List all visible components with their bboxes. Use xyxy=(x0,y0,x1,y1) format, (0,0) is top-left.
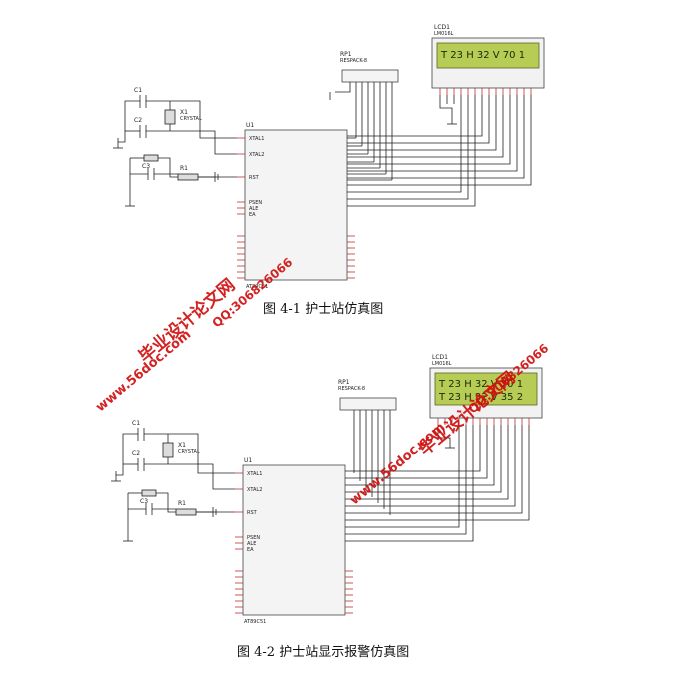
x1-type-2: CRYSTAL xyxy=(178,449,200,455)
c1-label-2: C1 xyxy=(132,420,140,427)
c2-label-1: C2 xyxy=(134,117,142,124)
ea-label-1: EA xyxy=(249,212,256,218)
crystal xyxy=(164,109,176,125)
resistor-pack xyxy=(341,69,399,83)
xtal1-label-1: XTAL1 xyxy=(249,136,264,142)
schematic-figure-2: LCD1 LM016L T 23 H 32 V 70 1 T 23 H 32 V… xyxy=(111,354,543,625)
x1-label-2: X1 xyxy=(178,442,186,449)
lcd-ref-2: LCD1 xyxy=(432,354,448,361)
rp-type-2: RESPACK-8 xyxy=(338,386,365,392)
mcu-ref-2: U1 xyxy=(244,457,252,464)
ale-label-1: ALE xyxy=(249,206,258,212)
c3-label-1: C3 xyxy=(142,163,150,170)
psen-label-2: PSEN xyxy=(247,535,260,541)
rp-ref-2: RP1 xyxy=(338,379,350,386)
lcd-type-2: LM016L xyxy=(432,361,452,367)
rp-ref-1: RP1 xyxy=(340,51,352,58)
xtal2-label-2: XTAL2 xyxy=(247,487,262,493)
ea-label-2: EA xyxy=(247,547,254,553)
figure-caption-1: 图 4-1 护士站仿真图 xyxy=(263,302,384,317)
xtal2-label-1: XTAL2 xyxy=(249,152,264,158)
psen-label-1: PSEN xyxy=(249,200,262,206)
resistor-pack xyxy=(339,397,397,411)
x1-label-1: X1 xyxy=(180,109,188,116)
lcd-line-2: T 23 H 32 V 35 2 xyxy=(438,392,523,403)
lcd-line-1: T 23 H 32 V 70 1 xyxy=(440,50,525,61)
c2-label-2: C2 xyxy=(132,450,140,457)
x1-type-1: CRYSTAL xyxy=(180,116,202,122)
c3-label-2: C3 xyxy=(140,498,148,505)
mcu-type-2: AT89C51 xyxy=(244,619,266,625)
lcd-line-1: T 23 H 32 V 70 1 xyxy=(438,379,523,390)
mcu-ref-1: U1 xyxy=(246,122,254,129)
figure-caption-2: 图 4-2 护士站显示报警仿真图 xyxy=(237,645,410,660)
r1-label-2: R1 xyxy=(178,500,186,507)
ale-label-2: ALE xyxy=(247,541,256,547)
crystal xyxy=(162,442,174,458)
xtal1-label-2: XTAL1 xyxy=(247,471,262,477)
resistor-r1 xyxy=(175,508,197,516)
c1-label-1: C1 xyxy=(134,87,142,94)
lcd-type-1: LM016L xyxy=(434,31,454,37)
rp-type-1: RESPACK-8 xyxy=(340,58,367,64)
rst-label-1: RST xyxy=(249,175,260,181)
mcu-chip xyxy=(244,129,348,281)
mcu-chip xyxy=(242,464,346,616)
resistor-r1 xyxy=(177,173,199,181)
rst-label-2: RST xyxy=(247,510,258,516)
lcd-ref-1: LCD1 xyxy=(434,24,450,31)
r1-label-1: R1 xyxy=(180,165,188,172)
mcu-type-1: AT89C51 xyxy=(246,284,268,290)
schematic-figure-1: LCD1 LM016L T 23 H 32 V 70 1 RP1 RESPACK… xyxy=(113,24,545,290)
